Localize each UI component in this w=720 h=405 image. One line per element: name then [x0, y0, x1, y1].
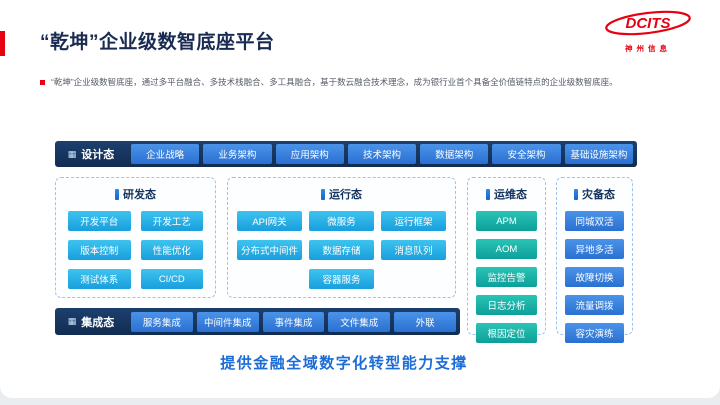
- module-chip: 容灾演练: [565, 323, 624, 343]
- module-chip: 消息队列: [381, 240, 446, 260]
- logo-swoosh-icon: DCITS: [605, 10, 691, 36]
- module-chip: 故障切换: [565, 267, 624, 287]
- box-label-text: 运行态: [329, 189, 362, 201]
- module-chip: 业务架构: [203, 144, 272, 164]
- ops-state-items: APM AOM 监控告警日志分析根因定位: [468, 211, 545, 343]
- module-chip: 基础设施架构: [564, 144, 633, 164]
- dcits-logo: DCITS 神州信息: [602, 10, 694, 54]
- grid-icon: ▦: [67, 316, 77, 326]
- module-chip: 分布式中间件: [237, 240, 302, 260]
- disaster-state-header: 灾备态: [557, 186, 632, 202]
- disaster-state-items: 同城双活异地多活故障切换流量调拨容灾演练: [557, 211, 632, 343]
- module-chip: 中间件集成: [196, 311, 259, 332]
- integration-layer-label: ▦ 集成态: [55, 314, 127, 330]
- module-chip: 性能优化: [140, 240, 203, 260]
- runtime-state-box: 运行态 API网关微服务运行框架分布式中间件数据存储消息队列容器服务: [227, 177, 456, 298]
- disaster-state-box: 灾备态 同城双活异地多活故障切换流量调拨容灾演练: [556, 177, 633, 343]
- bottom-caption: 提供金融全域数字化转型能力支撑: [220, 355, 468, 372]
- design-layer-bar: ▦ 设计态 企业战略业务架构应用架构技术架构数据架构安全架构基础设施架构: [55, 141, 637, 167]
- ops-state-box: 运维态 APM AOM 监控告警日志分析根因定位: [467, 177, 546, 343]
- module-chip: 安全架构: [492, 144, 561, 164]
- dev-state-items: 开发平台开发工艺版本控制性能优化测试体系 CI/CD: [56, 211, 215, 289]
- module-chip: 数据存储: [309, 240, 374, 260]
- module-chip: 根因定位: [476, 323, 537, 343]
- module-chip: 技术架构: [347, 144, 417, 164]
- architecture-diagram: ▦ 设计态 企业战略业务架构应用架构技术架构数据架构安全架构基础设施架构 研发态…: [55, 141, 637, 343]
- module-chip: 日志分析: [476, 295, 537, 315]
- layer-label-text: 集成态: [81, 316, 115, 329]
- bullet-icon: [40, 80, 45, 85]
- module-chip: APM: [476, 211, 537, 231]
- logo-company-text: 神州信息: [625, 44, 671, 53]
- description-text: “乾坤”企业级数智底座，通过多平台融合、多技术栈融合、多工具融合，基于数云融合技…: [51, 77, 618, 87]
- module-chip: 运行框架: [381, 211, 446, 231]
- layer-label-text: 设计态: [81, 149, 115, 161]
- module-chip: 开发平台: [68, 211, 131, 231]
- module-chip: 监控告警: [476, 267, 537, 287]
- grid-icon: ▦: [67, 148, 77, 159]
- runtime-state-header: 运行态: [228, 186, 455, 202]
- description-row: “乾坤”企业级数智底座，通过多平台融合、多技术栈融合、多工具融合，基于数云融合技…: [40, 76, 618, 89]
- bar-icon: [321, 188, 325, 200]
- bar-icon: [115, 188, 119, 200]
- design-layer-items: 企业战略业务架构应用架构技术架构数据架构安全架构基础设施架构: [131, 144, 633, 164]
- box-label-text: 运维态: [494, 189, 527, 201]
- module-chip: 测试体系: [68, 269, 131, 289]
- bar-icon: [486, 188, 490, 200]
- module-chip: AOM: [476, 239, 537, 259]
- module-chip: 开发工艺: [140, 211, 203, 231]
- module-chip: 事件集成: [262, 311, 325, 332]
- page-title: “乾坤”企业级数智底座平台: [40, 32, 275, 53]
- logo-brand-text: DCITS: [626, 15, 671, 32]
- module-chip: 同城双活: [565, 211, 624, 231]
- bar-icon: [574, 188, 578, 200]
- integration-layer-items: 服务集成中间件集成事件集成文件集成外联: [131, 311, 456, 332]
- dev-state-header: 研发态: [56, 186, 215, 202]
- module-chip: 流量调拨: [565, 295, 624, 315]
- title-accent-bar: [0, 31, 5, 56]
- module-chip: 数据架构: [420, 144, 489, 164]
- module-chip: 版本控制: [68, 240, 131, 260]
- design-layer-label: ▦ 设计态: [55, 146, 127, 162]
- runtime-state-items: API网关微服务运行框架分布式中间件数据存储消息队列容器服务: [228, 211, 455, 289]
- box-label-text: 灾备态: [582, 189, 615, 201]
- module-chip: CI/CD: [140, 269, 203, 289]
- module-chip: 异地多活: [565, 239, 624, 259]
- ops-state-header: 运维态: [468, 186, 545, 202]
- dev-state-box: 研发态 开发平台开发工艺版本控制性能优化测试体系 CI/CD: [55, 177, 216, 298]
- module-chip: 微服务: [309, 211, 374, 231]
- module-chip: 服务集成: [131, 311, 193, 332]
- module-chip: 文件集成: [328, 311, 391, 332]
- integration-layer-bar: ▦ 集成态 服务集成中间件集成事件集成文件集成外联: [55, 308, 460, 335]
- box-label-text: 研发态: [123, 189, 156, 201]
- module-chip: 应用架构: [275, 144, 344, 164]
- module-chip: 企业战略: [131, 144, 200, 164]
- module-chip: API网关: [237, 211, 302, 231]
- module-chip: 容器服务: [309, 269, 374, 289]
- module-chip: 外联: [394, 311, 456, 332]
